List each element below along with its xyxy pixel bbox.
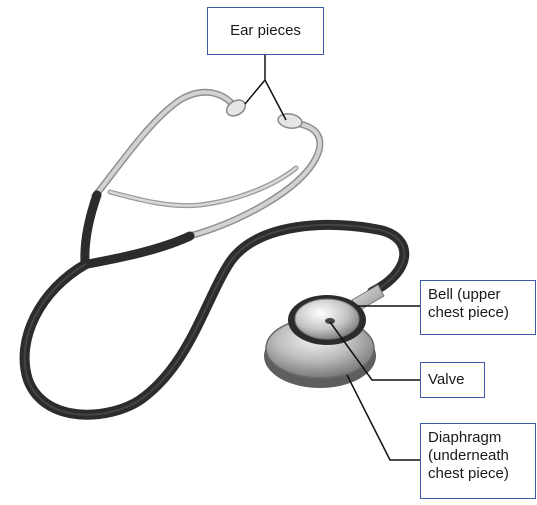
right-ear-tip — [277, 112, 303, 130]
label-bell: Bell (upper chest piece) — [420, 280, 536, 335]
tubing-right-branch — [88, 236, 190, 264]
leader-lines — [245, 55, 420, 460]
label-diaphragm: Diaphragm (underneath chest piece) — [420, 423, 536, 499]
ear-pieces-leader — [245, 55, 286, 120]
ear-tips — [224, 97, 303, 130]
bell — [288, 295, 366, 345]
left-ear-tube — [95, 92, 232, 196]
tubing-left-branch — [85, 195, 97, 262]
diaphragm-leader — [347, 375, 420, 460]
label-valve: Valve — [420, 362, 485, 398]
label-ear-pieces: Ear pieces — [207, 7, 324, 55]
